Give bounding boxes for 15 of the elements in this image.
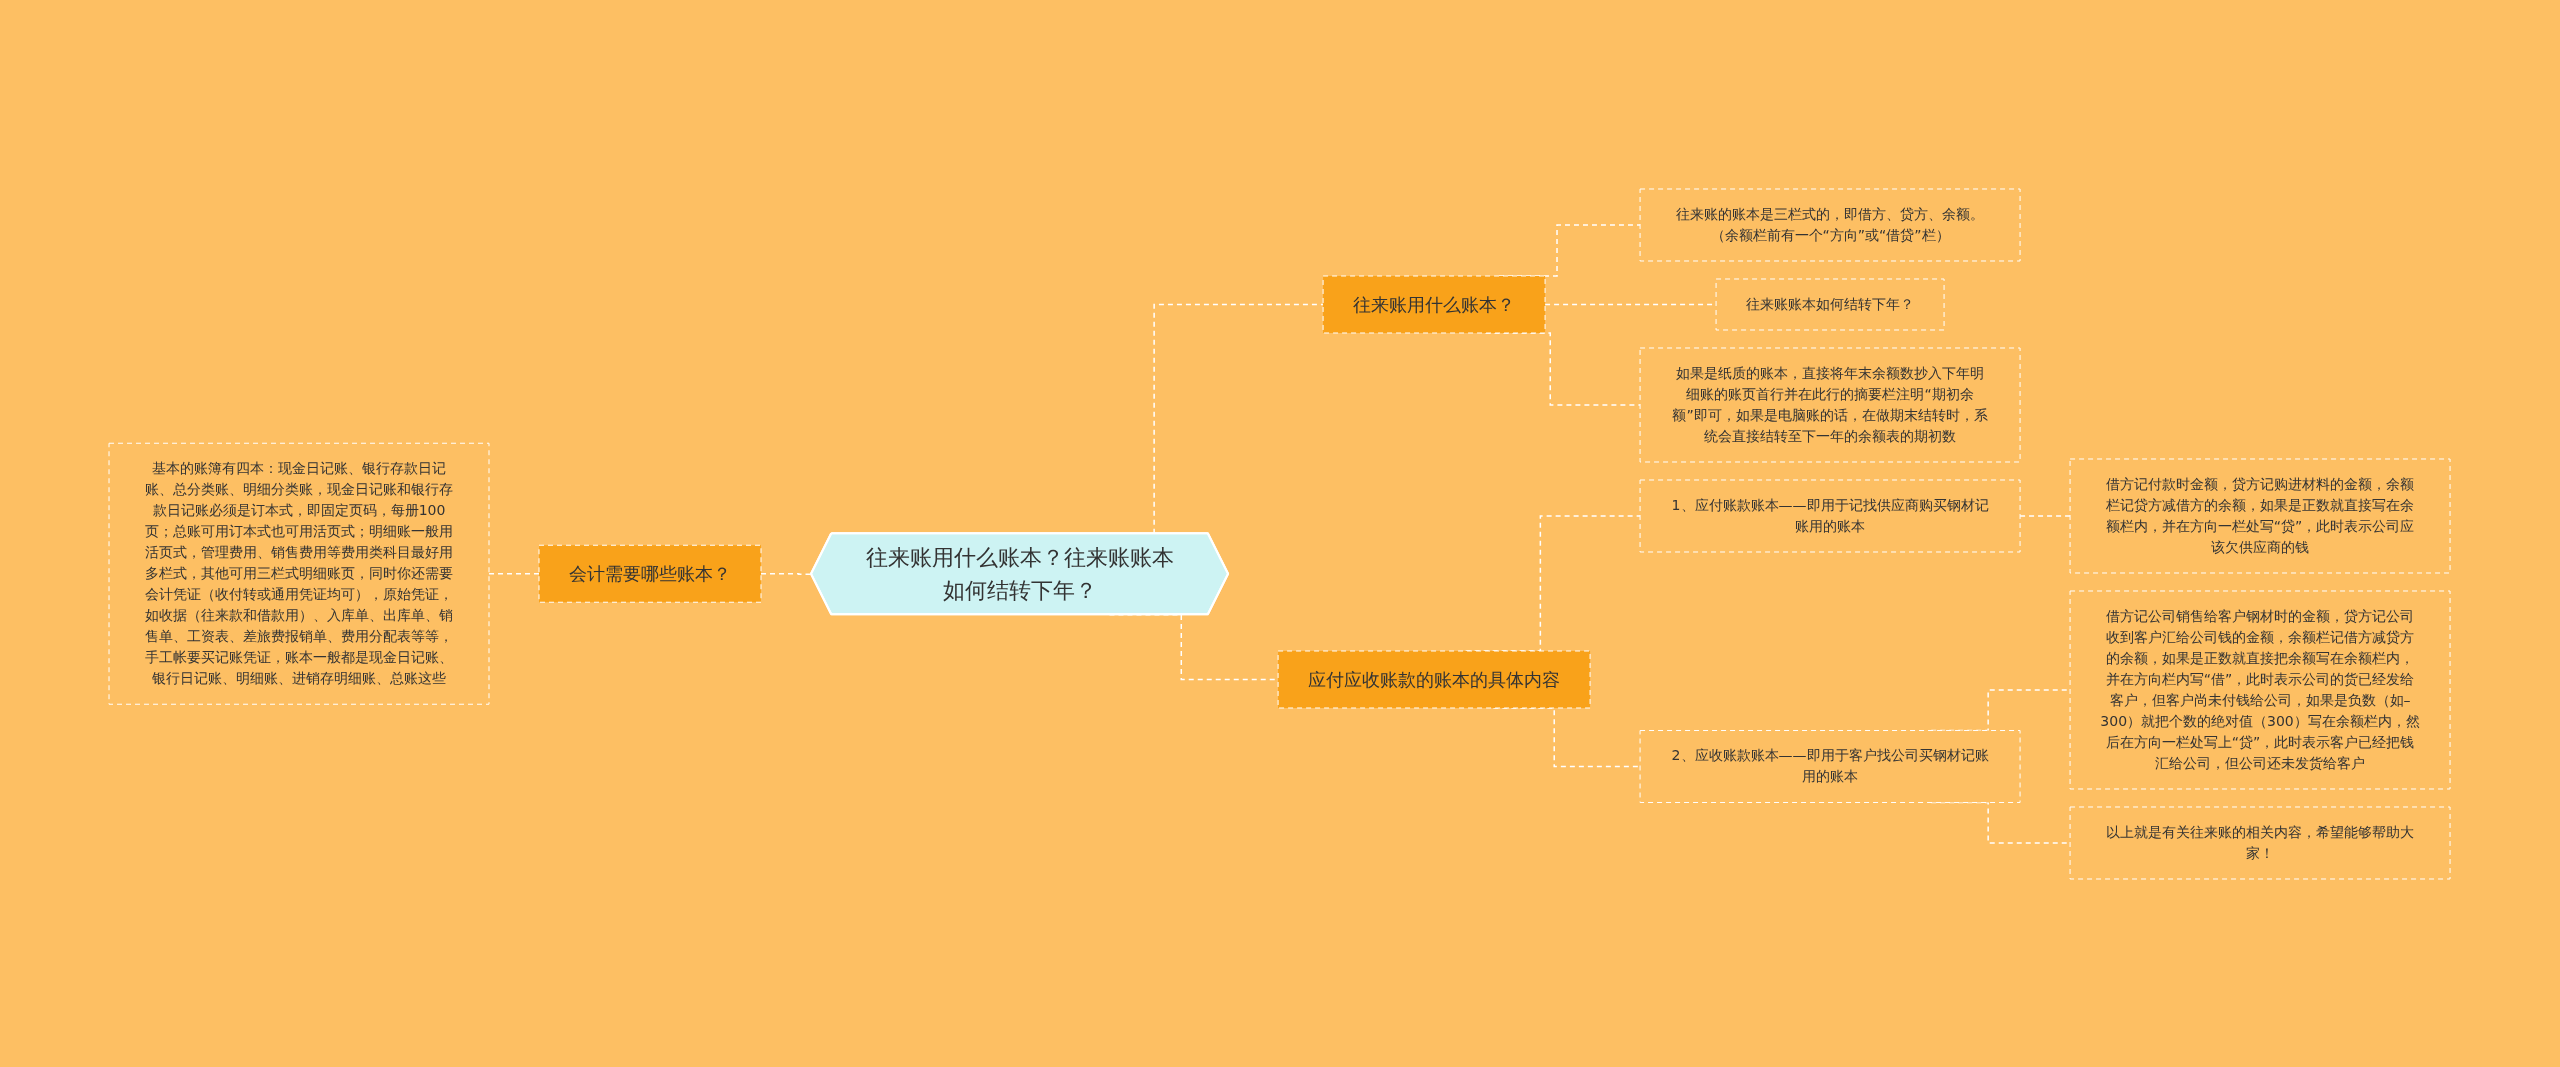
node-box: 借方记付款时金额，贷方记购进材料的金额，余额栏记贷方减借方的余额，如果是正数就直接写在余额栏内，并在方向一栏处写“贷”，此时表示公司应该欠供应商的钱 xyxy=(2070,458,2451,573)
node-box: 以上就是有关往来账的相关内容，希望能够帮助大家！ xyxy=(2070,806,2451,879)
connector xyxy=(760,572,813,575)
node-box: 往来账账本如何结转下年？ xyxy=(1716,278,1945,330)
node-box: 会计需要哪些账本？ xyxy=(538,544,762,603)
node-box: 往来账的账本是三栏式的，即借方、贷方、余额。（余额栏前有一个“方向”或“借贷”栏） xyxy=(1640,188,2021,261)
node-box: 基本的账簿有四本：现金日记账、银行存款日记账、总分类账、明细分类账，现金日记账和银行存款日记账必须是订本式，即固定页码，每册100页；总账可用订本式也可用活页式；明细账一般用活页式，管理费用、销售费用等费用类科目最好用多栏式，其他可用三栏式明细账页，同时你还需要会计凭证（收付转或通用凭证均可），原始凭证，如收据（往来款和借款用）、入库单、出库单、销售单、工资表、差旅费报销单、费用分配表等等，手工帐要买记账凭证，账本一般都是现金日记账、银行日记账、明细账、进销存明细账、总账这些 xyxy=(109,442,490,705)
node-box: 借方记公司销售给客户钢材时的金额，贷方记公司收到客户汇给公司钱的金额，余额栏记借方减贷方的余额，如果是正数就直接把余额写在余额栏内，并在方向栏内写“借”，此时表示公司的货已经发给客户，但客户尚未付钱给公司，如果是负数（如–300）就把个数的绝对值（300）写在余额栏内，然后在方向一栏处写上“贷”，此时表示客户已经把钱汇给公司，但公司还未发货给客户 xyxy=(2070,590,2451,789)
node-box: 1、应付账款账本——即用于记找供应商购买钢材记账用的账本 xyxy=(1640,479,2021,552)
node-box: 往来账用什么账本？ xyxy=(1323,275,1547,333)
node-box: 2、应收账款账本——即用于客户找公司买钢材记账用的账本 xyxy=(1640,729,2021,803)
connector xyxy=(488,572,541,574)
connector xyxy=(2019,514,2072,517)
node-box: 应付应收账款的账本的具体内容 xyxy=(1278,650,1592,708)
node-box: 如果是纸质的账本，直接将年末余额数抄入下年明细账的账页首行并在此行的摘要栏注明“期初余额”即可，如果是电脑账的话，在做期末结转时，系统会直接结转至下一年的余额表的期初数 xyxy=(1640,347,2021,462)
